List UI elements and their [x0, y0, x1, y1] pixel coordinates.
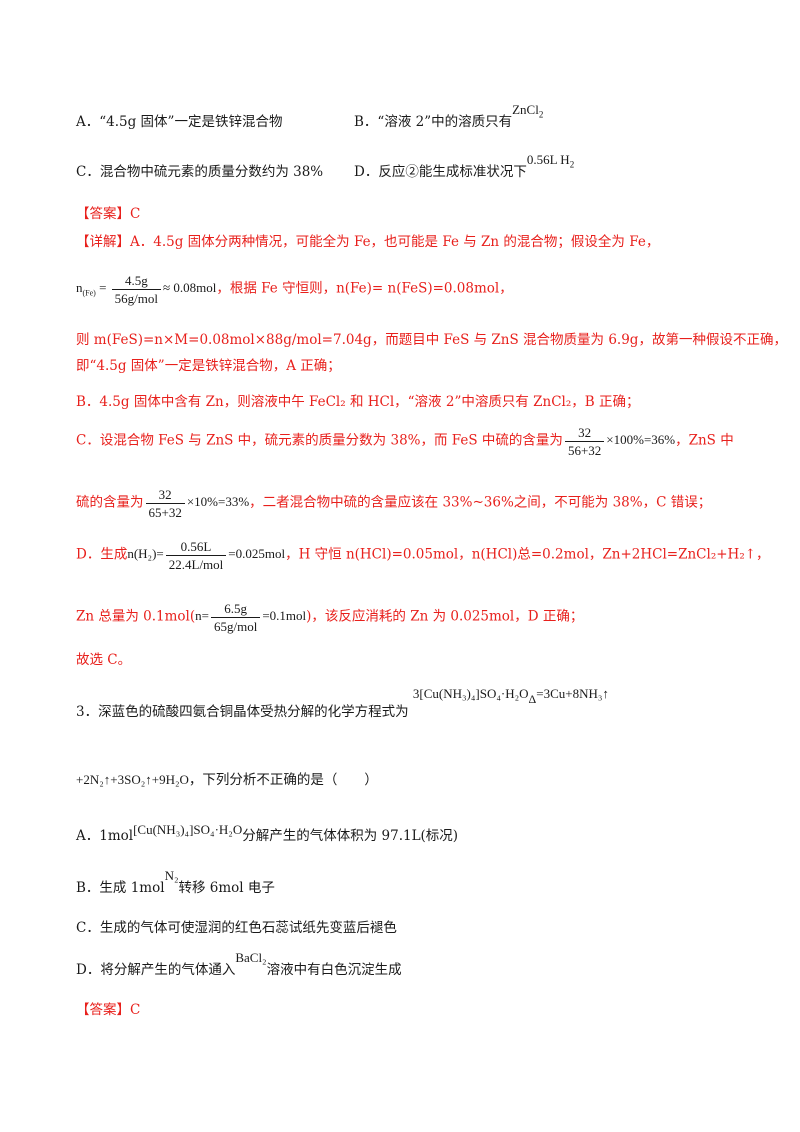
exp-line-2-text: ，根据 Fe 守恒则，n(Fe)= n(FeS)=0.08mol， — [216, 280, 513, 297]
q3-option-a: A．1mol[Cu(NH₃)₄]SO₄·H₂O分解产生的气体体积为 97.1L(… — [76, 822, 459, 844]
q2-option-d-text: D．反应②能生成标准状况下 — [354, 164, 527, 180]
q3-stem-line-2: +2N₂↑+3SO₂↑+9H₂O，下列分析不正确的是（ ） — [76, 770, 378, 790]
q3-delta: Δ — [528, 692, 537, 706]
q3-equation-cont: +2N₂↑+3SO₂↑+9H₂O — [76, 772, 189, 787]
exp-line-1: 【详解】A．4.5g 固体分两种情况，可能全为 Fe，也可能是 Fe 与 Zn … — [76, 234, 660, 250]
q2-option-c: C．混合物中硫元素的质量分数约为 38% — [76, 164, 324, 180]
q3-stem-question: ，下列分析不正确的是（ ） — [188, 772, 378, 788]
q2-option-d: D．反应②能生成标准状况下0.56L H2 — [354, 152, 574, 187]
q3-stem-text: 3．深蓝色的硫酸四氨合铜晶体受热分解的化学方程式为 — [76, 704, 409, 720]
q2-option-b: B．“溶液 2”中的溶质只有ZnCl2 — [354, 102, 543, 137]
q3-option-d: D．将分解产生的气体通入BaCl₂溶液中有白色沉淀生成 — [76, 950, 402, 978]
q3-option-a-formula: [Cu(NH₃)₄]SO₄·H₂O — [133, 822, 243, 837]
q3-option-b-formula: N₂ — [164, 868, 179, 883]
q2-option-d-formula: 0.56L H2 — [526, 152, 575, 170]
q3-option-d-formula: BaCl₂ — [235, 950, 267, 965]
exp-line-5: B．4.5g 固体中含有 Zn，则溶液中午 FeCl₂ 和 HCl，“溶液 2”… — [76, 394, 640, 410]
q2-answer: 【答案】C — [76, 206, 141, 222]
exp-line-4: 即“4.5g 固体”一定是铁锌混合物，A 正确； — [76, 358, 341, 374]
q3-stem: 3．深蓝色的硫酸四氨合铜晶体受热分解的化学方程式为 3[Cu(NH₃)₄]SO₄… — [76, 686, 609, 722]
q3-option-c: C．生成的气体可使湿润的红色石蕊试纸先变蓝后褪色 — [76, 920, 397, 936]
q2-option-b-text: B．“溶液 2”中的溶质只有 — [354, 114, 513, 130]
q2-option-a: A．“4.5g 固体”一定是铁锌混合物 — [76, 114, 283, 130]
exp-line-10: 故选 C。 — [76, 652, 132, 668]
q2-option-b-formula: ZnCl2 — [512, 102, 544, 120]
q3-answer: 【答案】C — [76, 1002, 141, 1018]
q3-option-b: B．生成 1molN₂转移 6mol 电子 — [76, 868, 275, 896]
exp-line-3: 则 m(FeS)=n×M=0.08mol×88g/mol=7.04g，而题目中 … — [76, 332, 787, 348]
exp-line-6: C．设混合物 FeS 与 ZnS 中，硫元素的质量分数为 38%，而 FeS 中… — [76, 425, 734, 458]
